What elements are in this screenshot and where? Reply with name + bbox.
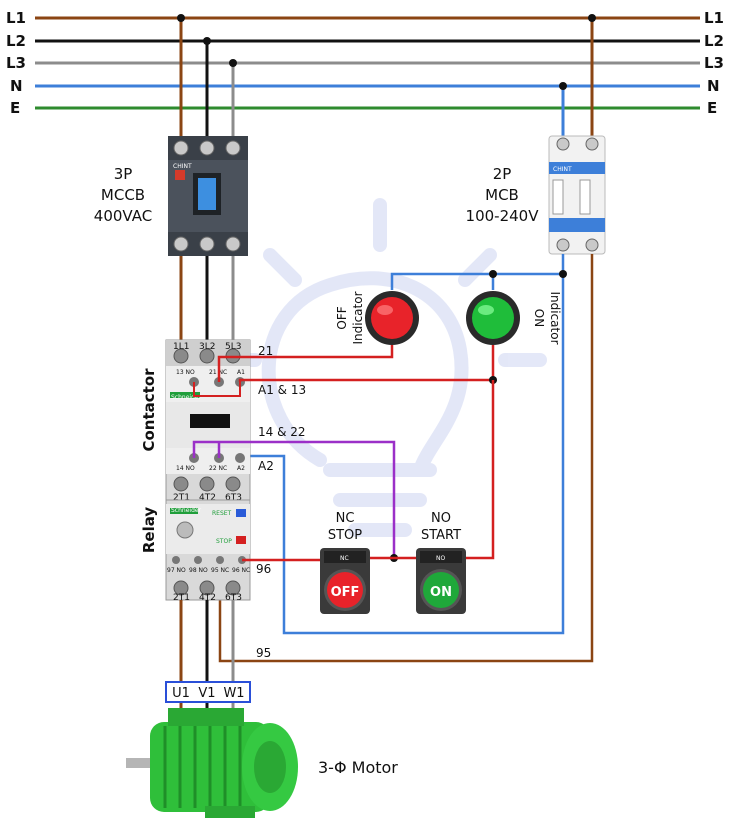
label-l1-right: L1 [704, 9, 724, 27]
wire-label-21: 21 [258, 344, 273, 358]
three-phase-motor [126, 708, 298, 818]
contactor-aux-22: 22 NC [209, 465, 227, 472]
label-l1-left: L1 [6, 9, 26, 27]
contactor-terminal-4t2: 4T2 [199, 493, 216, 503]
label-e-right: E [707, 99, 717, 117]
wire-label-a1-13: A1 & 13 [258, 383, 306, 397]
contactor-aux-a2: A2 [237, 465, 245, 472]
wire-label-a2: A2 [258, 459, 274, 473]
mcb-breaker: CHINT [548, 135, 606, 255]
contactor-title: Contactor [140, 368, 158, 452]
off-indicator-label-1: OFF [335, 306, 349, 329]
phase-control-wire [218, 254, 594, 663]
mcb-label-1: 2P [493, 165, 512, 183]
mccb-breaker: CHINT [168, 136, 248, 256]
mccb-label-3: 400VAC [94, 207, 152, 225]
svg-text:Schneider: Schneider [171, 507, 202, 514]
neutral-wire [240, 254, 565, 635]
start-push-button[interactable] [416, 548, 466, 614]
label-n-right: N [707, 77, 720, 95]
label-l2-right: L2 [704, 32, 724, 50]
start-label-1: NO [431, 511, 451, 526]
contactor-aux-13: 13 NO [176, 369, 195, 376]
start-head-label: NO [436, 555, 445, 562]
relay-aux-97: 97 NO [167, 567, 186, 574]
wire-21 [217, 345, 394, 382]
motor-label: 3-Φ Motor [318, 758, 398, 777]
label-l3-right: L3 [704, 54, 724, 72]
off-indicator-label-2: Indicator [351, 291, 365, 344]
contactor-terminal-6t3: 6T3 [225, 493, 242, 503]
contactor-terminal-2t1: 2T1 [173, 493, 190, 503]
contactor-terminal-5l3: 5L3 [225, 342, 241, 352]
relay-aux-95: 95 NC [211, 567, 229, 574]
mccb-label-2: MCCB [101, 186, 145, 204]
contactor-aux-14: 14 NO [176, 465, 195, 472]
stop-head-label: NC [340, 555, 349, 562]
on-indicator-label-1: ON [532, 309, 546, 327]
label-l2-left: L2 [6, 32, 26, 50]
contactor-terminal-1l1: 1L1 [173, 342, 189, 352]
label-e-left: E [10, 99, 20, 117]
motor-terminal-u1: U1 [172, 686, 190, 701]
label-n-left: N [10, 77, 23, 95]
relay-stop-label: STOP [216, 538, 232, 545]
wire-label-96: 96 [256, 562, 271, 576]
relay-title: Relay [140, 507, 158, 554]
wire-label-14-22: 14 & 22 [258, 425, 306, 439]
off-indicator-lamp [365, 291, 419, 345]
mcb-label-3: 100-240V [466, 207, 540, 225]
motor-terminal-v1: V1 [198, 686, 215, 701]
label-l3-left: L3 [6, 54, 26, 72]
relay-terminal-4t2: 4T2 [199, 593, 216, 603]
relay-aux-98: 98 NO [189, 567, 208, 574]
mccb-label-1: 3P [114, 165, 133, 183]
svg-text:CHINT: CHINT [553, 166, 572, 173]
contactor-aux-a1: A1 [237, 369, 245, 376]
wire-label-95: 95 [256, 646, 271, 660]
relay-terminal-6t3: 6T3 [225, 593, 242, 603]
contactor-terminal-3l2: 3L2 [199, 342, 215, 352]
wire-14-22 [192, 440, 396, 558]
start-label-2: START [421, 528, 461, 543]
on-indicator-lamp [466, 291, 520, 345]
start-button-face: ON [430, 585, 452, 600]
mcb-label-2: MCB [485, 186, 519, 204]
wire-a1-13 [238, 345, 495, 382]
stop-push-button[interactable] [320, 548, 370, 614]
stop-label-2: STOP [328, 528, 362, 543]
svg-text:CHINT: CHINT [173, 163, 192, 170]
motor-terminal-box [165, 681, 251, 703]
svg-text:Schneider: Schneider [171, 394, 202, 401]
relay-aux-96: 96 NC [232, 567, 250, 574]
motor-terminal-w1: W1 [223, 686, 244, 701]
contactor: Schneider [165, 339, 251, 501]
relay-reset-label: RESET [212, 510, 232, 517]
on-indicator-label-2: Indicator [548, 291, 562, 344]
stop-button-face: OFF [331, 585, 360, 600]
stop-label-1: NC [336, 511, 355, 526]
overload-relay: Schneider [165, 499, 251, 601]
relay-terminal-2t1: 2T1 [173, 593, 190, 603]
